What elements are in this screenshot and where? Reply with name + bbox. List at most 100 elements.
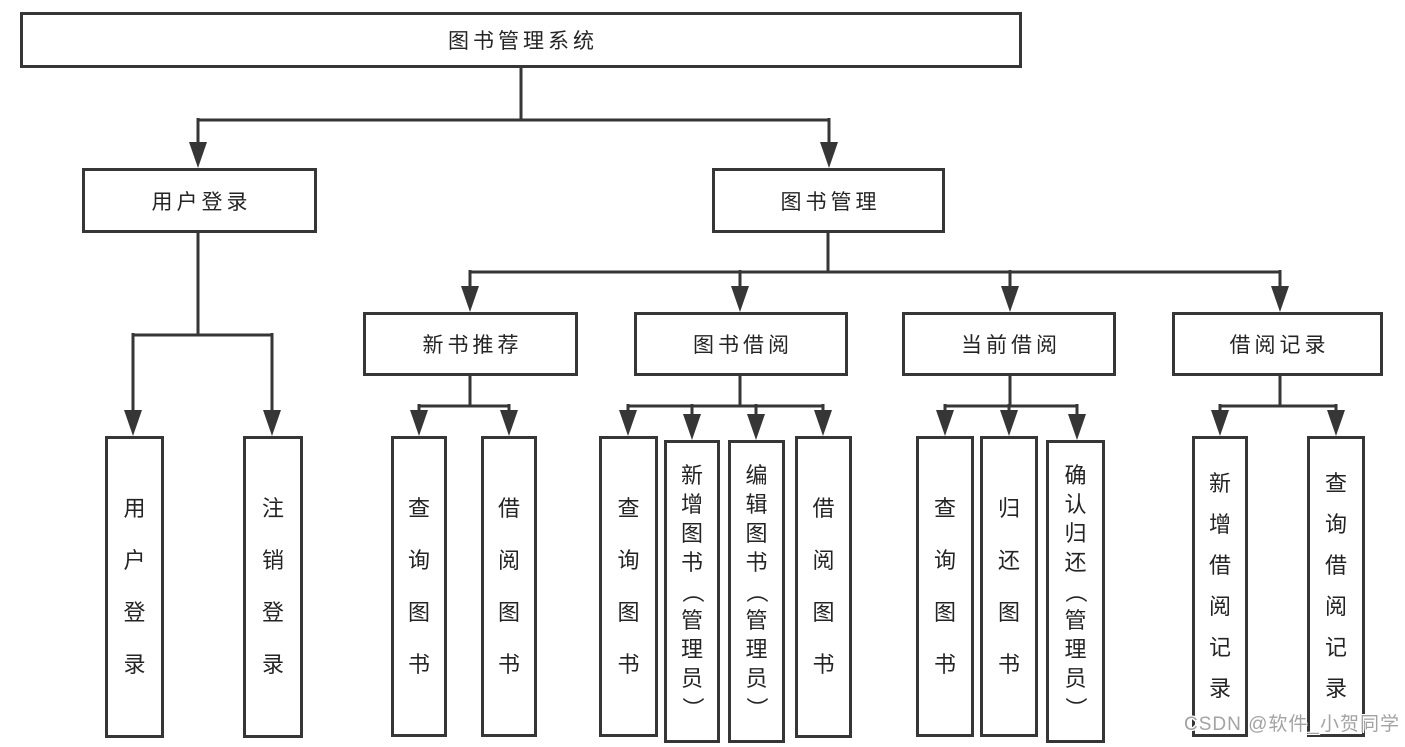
leaf-add-books-admin: 新增图书 （ 管理员 ） [664,440,720,743]
node-book-management-label: 图书管理 [780,190,881,214]
leaf-borrow-books-recommend: 借阅图书 [481,436,537,737]
leaf-query-books-current: 查询图书 [916,436,974,737]
vertical-char: 确 [1064,462,1087,488]
vertical-char: 认 [1064,491,1087,517]
vertical-char: 图 [997,599,1020,625]
vertical-char: 阅 [812,548,835,573]
leaf-query-books-borrowing: 查询图书 [599,436,658,737]
vertical-char: 图 [617,599,640,625]
vertical-char: 登 [261,600,284,625]
node-borrowing-records-label: 借阅记录 [1229,334,1330,357]
csdn-watermark: CSDN @软件_小贺同学 [1184,714,1400,735]
vertical-char: 阅 [1208,594,1231,619]
connector-paths [131,68,1338,418]
vertical-char: 新 [680,462,703,488]
vertical-char: 管 [1064,607,1087,633]
vertical-char: 理 [680,636,703,662]
vertical-char: 借 [497,495,520,521]
vertical-char: 询 [407,547,430,573]
vertical-char: 辑 [745,491,768,517]
vertical-char: 书 [997,651,1020,677]
node-book-borrowing-label: 图书借阅 [693,334,793,357]
vertical-char: 录 [123,652,146,677]
arrowheads [124,142,1345,440]
vertical-char: 员 [1064,665,1087,691]
vertical-char: 图 [407,599,430,625]
vertical-char: 增 [680,491,703,517]
vertical-char: 借 [812,496,835,521]
vertical-char: 询 [617,547,640,573]
vertical-char: （ [679,580,705,603]
vertical-char: 借 [1324,553,1347,578]
node-new-book-recommend: 新书推荐 [363,312,578,376]
vertical-char: 记 [1208,635,1231,660]
vertical-char: 书 [617,651,640,677]
vertical-char: 还 [997,547,1020,573]
vertical-char: 归 [1064,520,1087,546]
node-book-management: 图书管理 [712,168,945,233]
vertical-char: 图 [933,599,956,625]
vertical-char: 管 [745,607,768,633]
vertical-char: 书 [745,549,768,575]
node-user-login-label: 用户登录 [151,190,252,214]
vertical-char: 书 [497,651,520,677]
vertical-char: 书 [812,652,835,677]
vertical-char: ） [679,696,705,719]
node-book-borrowing: 图书借阅 [634,312,848,376]
vertical-char: 注 [261,496,284,521]
node-current-borrowing-label: 当前借阅 [961,334,1061,357]
node-current-borrowing: 当前借阅 [902,312,1116,376]
node-borrowing-records: 借阅记录 [1172,312,1383,376]
leaf-confirm-return-admin: 确认归还 （ 管理员 ） [1046,440,1105,743]
vertical-char: 书 [407,651,430,677]
vertical-char: 查 [407,495,430,521]
vertical-char: 图 [745,520,768,546]
vertical-char: 图 [812,600,835,625]
vertical-char: 录 [261,652,284,677]
vertical-char: 归 [997,495,1020,521]
vertical-char: 增 [1208,512,1231,537]
leaf-query-books-recommend: 查询图书 [391,436,447,737]
vertical-char: 录 [1208,676,1231,701]
vertical-char: ） [1063,696,1089,719]
vertical-char: 图 [497,599,520,625]
vertical-char: 询 [1324,512,1347,537]
vertical-char: 还 [1064,549,1087,575]
root-node-label: 图书管理系统 [448,30,598,53]
vertical-char: （ [744,580,770,603]
vertical-char: 查 [1324,471,1347,496]
vertical-char: 编 [745,462,768,488]
vertical-char: 借 [1208,553,1231,578]
leaf-user-login: 用户登录 [105,436,164,738]
vertical-char: 理 [1064,636,1087,662]
vertical-char: 员 [680,665,703,691]
node-user-login: 用户登录 [82,168,317,233]
vertical-char: 查 [617,495,640,521]
vertical-char: 录 [1324,676,1347,701]
leaf-borrow-books-borrowing: 借阅图书 [795,436,852,738]
vertical-char: 书 [933,651,956,677]
vertical-char: ） [744,696,770,719]
vertical-char: （ [1063,580,1089,603]
vertical-char: 书 [680,549,703,575]
root-node: 图书管理系统 [20,12,1022,68]
vertical-char: 登 [123,600,146,625]
leaf-edit-books-admin: 编辑图书（管理员） [728,440,785,743]
vertical-char: 查 [933,495,956,521]
vertical-char: 管 [680,607,703,633]
vertical-char: 新 [1208,471,1231,496]
node-new-book-recommend-label: 新书推荐 [422,334,523,357]
vertical-char: 记 [1324,635,1347,660]
vertical-char: 户 [123,548,146,573]
leaf-query-borrow-record: 查询借阅记录 [1307,436,1365,737]
vertical-char: 销 [261,548,284,573]
vertical-char: 阅 [1324,594,1347,619]
leaf-return-books: 归还图书 [980,436,1038,737]
leaf-add-borrow-record: 新增借阅记录 [1192,436,1248,737]
leaf-logout-login: 注销登录 [243,436,303,738]
vertical-char: 用 [123,496,146,521]
vertical-char: 理 [745,636,768,662]
vertical-char: 图 [680,520,703,546]
